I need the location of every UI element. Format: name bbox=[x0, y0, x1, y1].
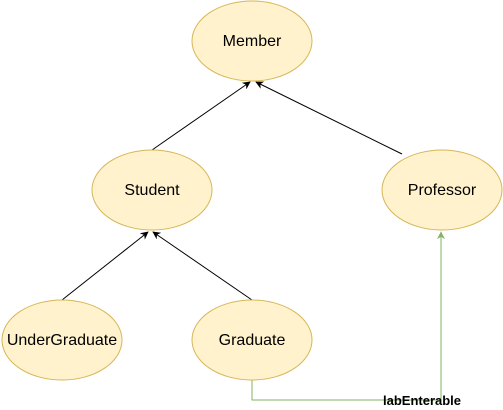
edge-graduate-to-student bbox=[152, 231, 253, 301]
edge-student-to-member bbox=[151, 81, 251, 151]
node-professor-label: Professor bbox=[408, 182, 477, 199]
node-graduate-label: Graduate bbox=[219, 332, 286, 349]
node-student[interactable]: Student bbox=[91, 149, 213, 231]
node-student-label: Student bbox=[124, 182, 180, 199]
node-undergraduate-label: UnderGraduate bbox=[7, 332, 117, 349]
node-professor[interactable]: Professor bbox=[381, 149, 503, 231]
edge-label-lab-enterable: labEnterable bbox=[383, 393, 461, 408]
edge-professor-to-member bbox=[255, 81, 403, 155]
edge-undergraduate-to-student bbox=[61, 231, 149, 301]
edge-graduate-to-professor bbox=[251, 231, 445, 401]
node-member[interactable]: Member bbox=[191, 0, 313, 82]
node-graduate[interactable]: Graduate bbox=[191, 299, 313, 381]
node-undergraduate[interactable]: UnderGraduate bbox=[1, 299, 123, 381]
node-member-label: Member bbox=[223, 33, 282, 50]
